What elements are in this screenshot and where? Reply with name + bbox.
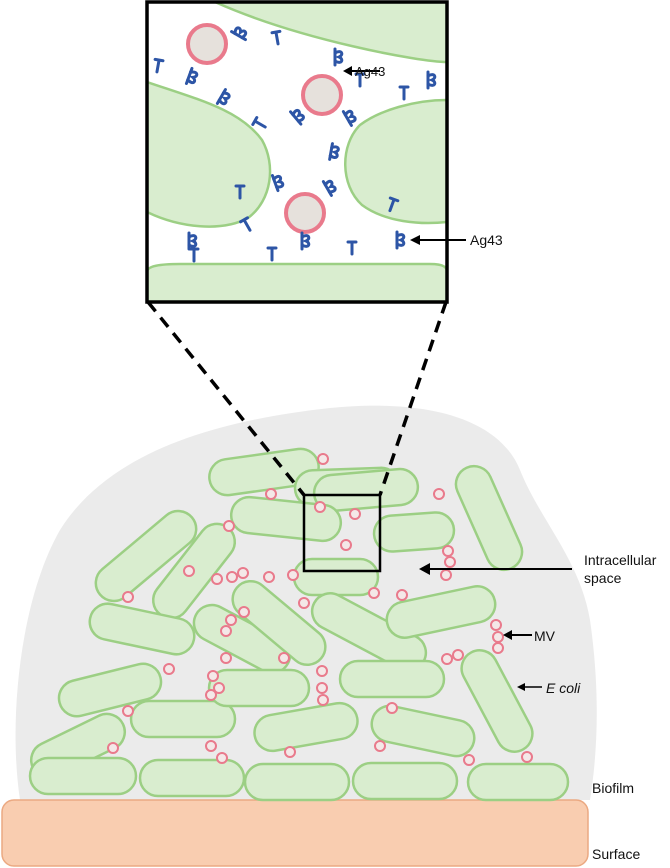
label-ag43-top: Ag43 [355, 64, 386, 79]
membrane-vesicle [317, 453, 329, 465]
ag43-protein [426, 70, 437, 90]
membrane-vesicles [107, 453, 533, 766]
membrane-vesicle [440, 569, 452, 581]
membrane-vesicle [368, 587, 380, 599]
membrane-vesicle [441, 653, 453, 665]
membrane-vesicle [263, 571, 275, 583]
arrow-ecoli [517, 683, 542, 691]
zoom-line-left [146, 300, 306, 497]
membrane-vesicle [492, 631, 504, 643]
arrow-ag43-mid [410, 235, 466, 245]
membrane-vesicle [452, 649, 464, 661]
ecoli-cell [460, 649, 534, 753]
membrane-vesicle [386, 702, 398, 714]
membrane-vesicle [278, 652, 290, 664]
membrane-vesicle [349, 508, 361, 520]
label-mv: MV [534, 628, 555, 644]
zoom-panel-content [147, 2, 447, 302]
membrane-vesicle [287, 569, 299, 581]
ecoli-cell [28, 756, 138, 796]
membrane-vesicle [211, 573, 223, 585]
ecoli-cell [231, 579, 327, 667]
label-space: space [584, 570, 622, 586]
membrane-vesicle [284, 746, 296, 758]
zoom-panel-frame [145, 0, 449, 304]
ecoli-cell [129, 699, 237, 739]
membrane-vesicle [237, 567, 249, 579]
ag43-protein [333, 47, 344, 67]
membrane-vesicle [317, 694, 329, 706]
label-biofilm: Biofilm [592, 780, 635, 796]
ecoli-cell [338, 659, 446, 699]
ecoli-cell [466, 762, 570, 802]
membrane-vesicle [316, 665, 328, 677]
membrane-vesicle [444, 556, 456, 568]
membrane-vesicle [492, 642, 504, 654]
arrow-mv [503, 630, 532, 640]
membrane-vesicle [226, 571, 238, 583]
zoom-line-right [378, 301, 448, 496]
membrane-vesicle [205, 689, 217, 701]
membrane-vesicle [220, 625, 232, 637]
ecoli-cell [385, 585, 497, 639]
ecoli-cell [94, 509, 198, 603]
arrow-intracellular [419, 563, 572, 575]
membrane-vesicle [374, 740, 386, 752]
membrane-vesicle [238, 606, 250, 618]
zoom-selection-box [302, 493, 382, 573]
membrane-vesicle [183, 565, 195, 577]
membrane-vesicle [298, 597, 310, 609]
membrane-vesicle [442, 545, 454, 557]
membrane-vesicle [314, 501, 326, 513]
membrane-vesicle [463, 754, 475, 766]
membrane-vesicle [433, 488, 445, 500]
label-surface: Surface [592, 846, 641, 862]
membrane-vesicle [207, 670, 219, 682]
membrane-vesicle [216, 752, 228, 764]
membrane-vesicle [396, 589, 408, 601]
membrane-vesicle [163, 663, 175, 675]
ecoli-cell [351, 761, 459, 801]
arrow-ag43-top [343, 66, 380, 76]
ecoli-cell [253, 701, 359, 753]
ag43-protein [187, 231, 198, 251]
membrane-vesicle [225, 614, 237, 626]
label-intracellular: Intracellular [584, 552, 657, 568]
membrane-vesicle [213, 682, 225, 694]
ecoli-cell [57, 662, 163, 718]
ecoli-cell [370, 704, 476, 758]
ag43-protein [395, 230, 406, 250]
membrane-vesicle [265, 488, 277, 500]
ecoli-cell [229, 495, 343, 543]
membrane-vesicle [521, 751, 533, 763]
ag43-protein [300, 231, 311, 251]
ecoli-cell [207, 668, 311, 708]
membrane-vesicle [223, 520, 235, 532]
membrane-vesicle [340, 539, 352, 551]
ecoli-cell [372, 511, 456, 553]
ecoli-cell [292, 557, 380, 597]
label-ecoli: E coli [546, 680, 581, 696]
membrane-vesicle [220, 652, 232, 664]
membrane-vesicle [107, 742, 119, 754]
ecoli-cell [208, 447, 320, 497]
membrane-vesicle [122, 591, 134, 603]
membrane-vesicle [205, 740, 217, 752]
membrane-vesicle [122, 705, 134, 717]
ecoli-cell [243, 762, 351, 802]
label-ag43-mid: Ag43 [470, 232, 503, 248]
ecoli-cell [138, 758, 246, 798]
ecoli-cell [88, 602, 196, 656]
surface-block [1, 799, 589, 867]
membrane-vesicle [490, 619, 502, 631]
membrane-vesicle [316, 682, 328, 694]
